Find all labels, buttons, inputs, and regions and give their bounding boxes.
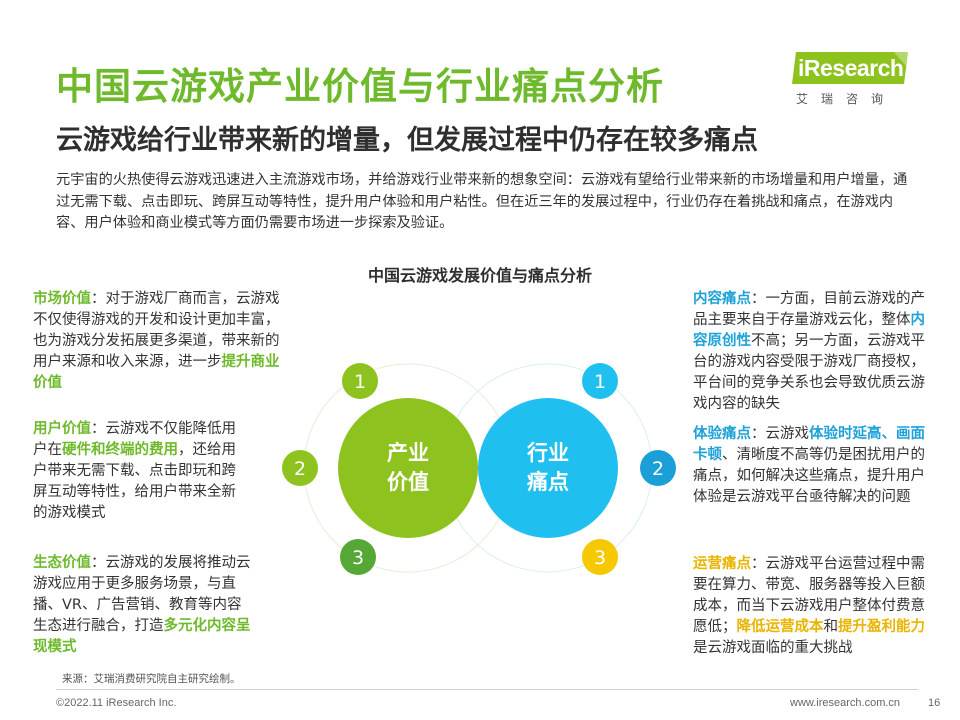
right-badge-2-label: 2 [652, 458, 664, 480]
experience-pain-highlight: 体验时延高、画面卡顿 [693, 426, 925, 463]
operation-pain-text-2: 和 [823, 619, 839, 635]
operation-pain-label: 运营痛点 [693, 556, 751, 572]
left-badge-3-label: 3 [352, 547, 364, 569]
eco-value-highlight: 多元化内容呈现模式 [33, 618, 251, 655]
experience-pain-label: 体验痛点 [693, 426, 751, 442]
chart-title: 中国云游戏发展价值与痛点分析 [367, 266, 592, 285]
logo-subtext: 艾瑞咨询 [796, 92, 897, 106]
iresearch-logo: iResearch 艾瑞咨询 [790, 50, 920, 110]
market-value-block: 市场价值：对于游戏厂商而言，云游戏不仅使得游戏的开发和设计更加丰富，也为游戏分发… [33, 289, 285, 394]
experience-pain-text-2: 、清晰度不高等仍是困扰用户的痛点，如何解决这些痛点，提升用户体验是云游戏平台亟待… [693, 447, 925, 505]
industry-value-line1: 产业 [387, 441, 429, 465]
right-badge-2-circle [640, 450, 676, 486]
logo-badge-icon [792, 52, 908, 84]
footer-divider [56, 689, 918, 690]
operation-pain-text-1: ：云游戏平台运营过程中需要在算力、带宽、服务器等投入巨额成本，而当下云游戏用户整… [693, 556, 925, 635]
eco-value-label: 生态价值 [33, 555, 91, 571]
right-badge-1-label: 1 [594, 371, 606, 393]
website-link[interactable]: www.iresearch.com.cn [790, 697, 901, 709]
industry-pain-line2: 痛点 [527, 470, 569, 494]
content-pain-block: 内容痛点：一方面，目前云游戏的产品主要来自于存量游戏云化，整体内容原创性不高；另… [693, 289, 933, 415]
industry-value-line2: 价值 [387, 470, 429, 494]
industry-pain-label: 行业 痛点 [508, 439, 588, 497]
industry-value-label: 产业 价值 [368, 439, 448, 497]
market-value-highlight: 提升商业价值 [33, 354, 280, 391]
left-badge-3-circle [340, 539, 376, 575]
operation-pain-highlight-1: 降低运营成本 [736, 619, 824, 635]
market-value-label: 市场价值 [33, 291, 91, 307]
page-subtitle: 云游戏给行业带来新的增量，但发展过程中仍存在较多痛点 [56, 125, 758, 156]
source-note: 来源：艾瑞消费研究院自主研究绘制。 [62, 673, 241, 685]
experience-pain-block: 体验痛点：云游戏体验时延高、画面卡顿、清晰度不高等仍是困扰用户的痛点，如何解决这… [693, 424, 933, 508]
left-badge-1-circle [342, 363, 378, 399]
right-badge-3-label: 3 [594, 547, 606, 569]
experience-pain-text-1: ：云游戏 [751, 426, 809, 442]
content-pain-highlight: 内容原创性 [693, 312, 925, 349]
user-value-text-1: ：云游戏不仅能降低用户在 [33, 421, 236, 458]
page-title: 中国云游戏产业价值与行业痛点分析 [56, 65, 664, 108]
content-pain-label: 内容痛点 [693, 291, 751, 307]
content-pain-text-2: 不高；另一方面，云游戏平台的游戏内容受限于游戏厂商授权，平台间的竞争关系也会导致… [693, 333, 925, 412]
user-value-block: 用户价值：云游戏不仅能降低用户在硬件和终端的费用，还给用户带来无需下载、点击即玩… [33, 419, 248, 524]
eco-value-text: ：云游戏的发展将推动云游戏应用于更多服务场景，与直播、VR、广告营销、教育等内容… [33, 555, 251, 634]
operation-pain-block: 运营痛点：云游戏平台运营过程中需要在算力、带宽、服务器等投入巨额成本，而当下云游… [693, 554, 933, 659]
page-number: 16 [928, 697, 941, 709]
left-badge-2-circle [282, 450, 318, 486]
copyright: ©2022.11 iResearch Inc. [56, 697, 177, 709]
right-badge-3-circle [582, 539, 618, 575]
user-value-label: 用户价值 [33, 421, 91, 437]
intro-paragraph: 元宇宙的火热使得云游戏迅速进入主流游戏市场，并给游戏行业带来新的想象空间：云游戏… [56, 172, 908, 231]
operation-pain-text-3: 是云游戏面临的重大挑战 [693, 640, 853, 656]
user-value-text-2: ，还给用户带来无需下载、点击即玩和跨屏互动等特性，给用户带来全新的游戏模式 [33, 442, 236, 521]
eco-value-block: 生态价值：云游戏的发展将推动云游戏应用于更多服务场景，与直播、VR、广告营销、教… [33, 553, 251, 658]
user-value-highlight: 硬件和终端的费用 [62, 442, 178, 458]
market-value-text: ：对于游戏厂商而言，云游戏不仅使得游戏的开发和设计更加丰富，也为游戏分发拓展更多… [33, 291, 280, 370]
content-pain-text-1: ：一方面，目前云游戏的产品主要来自于存量游戏云化，整体 [693, 291, 925, 328]
left-badge-1-label: 1 [354, 371, 366, 393]
right-badge-1-circle [582, 363, 618, 399]
left-badge-2-label: 2 [294, 458, 306, 480]
operation-pain-highlight-2: 提升盈利能力 [838, 619, 925, 635]
logo-text: iResearch [798, 55, 904, 81]
industry-pain-line1: 行业 [527, 441, 569, 465]
